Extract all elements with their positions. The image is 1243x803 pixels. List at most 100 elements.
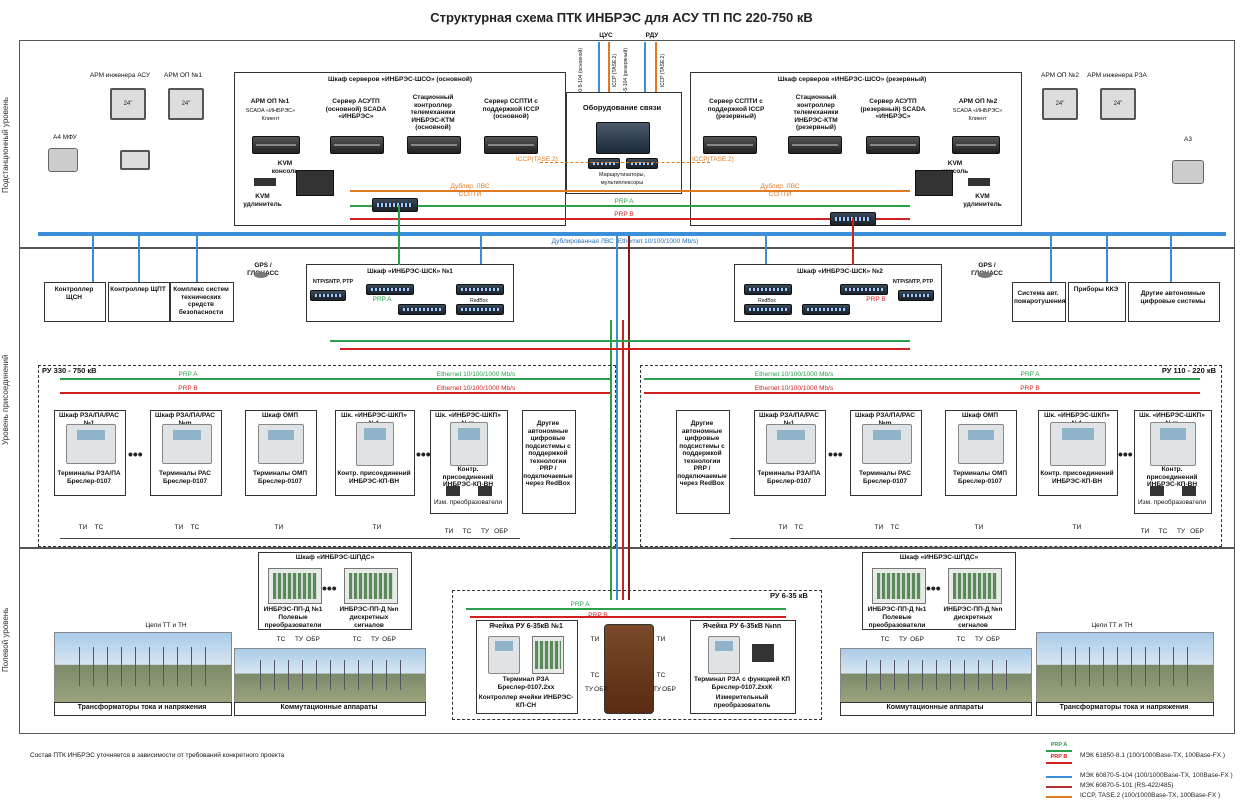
ru-right-prp-b-label: PRP B <box>1020 385 1040 392</box>
ru-left-prp-a <box>60 378 610 380</box>
link-label-2: ICCP (TASE.2) <box>612 54 618 88</box>
cell1-title: Ячейка РУ 6-35кВ №1 <box>489 623 563 630</box>
arm-rza-label: АРМ инженера РЗА <box>1087 72 1147 79</box>
field-level-band <box>19 547 1235 734</box>
prp-switch-icon <box>372 198 418 212</box>
shsk1-title: Шкаф «ИНБРЭС-ШСК» №1 <box>367 268 453 275</box>
ru-left-other-box <box>522 410 576 514</box>
ru635-prp-a <box>466 608 786 610</box>
ru-right-prp-a <box>644 378 1200 380</box>
ru-right-cabinet-3-title: Шкаф ОМП <box>961 412 999 419</box>
shsn-controller-label: Контроллер ЩСН <box>54 286 94 301</box>
ti-label: ТИ <box>656 636 666 643</box>
obr-label: ОБР <box>306 636 320 643</box>
r-arm-sub: SCADA «ИНБРЭС» Клиент <box>952 108 1003 122</box>
ts-label: ТС <box>190 524 200 531</box>
dubl-sspti-label-left: Дублир. ЛВС ССПТИ <box>450 183 490 198</box>
ellipsis: ••• <box>926 580 941 596</box>
ru-left-other-label: Другие автономные цифровые подсистемы с … <box>523 420 573 487</box>
prp-a-label-top: PRP A <box>614 198 634 205</box>
ru-right-other-label: Другие автономные цифровые подсистемы с … <box>677 420 727 487</box>
pp1-label-right: ИНБРЭС-ПП-Д №1 <box>867 606 927 613</box>
transformer-photo <box>1036 632 1214 704</box>
printer-icon <box>48 148 78 172</box>
legend-label: МЭК 61850-8.1 (100/1000Base-TX, 100Base-… <box>1080 752 1226 759</box>
rdu-label: РДУ <box>645 32 659 39</box>
legend-label: МЭК 60870-5-104 (100/1000Base-TX, 100Bas… <box>1080 772 1233 779</box>
converter-rack-icon <box>948 568 1002 604</box>
legend-prp-b-tag: PRP B <box>1050 754 1068 760</box>
tu-label: ТУ <box>1176 528 1186 535</box>
autonomous-label: Другие автономные цифровые системы <box>1140 290 1206 305</box>
prp-b-label-shsk2: PRP B <box>866 296 886 303</box>
server-icon <box>330 136 384 154</box>
ellipsis: ••• <box>1118 446 1133 462</box>
kvm-console-label: KVM консоль <box>271 160 299 175</box>
obr-label: ОБР <box>382 636 396 643</box>
shpt-controller-box <box>108 282 170 322</box>
ellipsis: ••• <box>828 446 843 462</box>
terminal-icon <box>488 636 520 674</box>
ru-right-cabinet-4-sub: Контр. присоединений ИНБРЭС-КП-ВН <box>1040 470 1114 485</box>
switchgear-caption-right: Коммутационные аппараты <box>886 704 984 711</box>
autonomous-box <box>1128 282 1220 322</box>
terminal-icon <box>958 424 1004 464</box>
level-label-connection: Уровень присоединений <box>1 354 10 446</box>
ru-left-cabinet-1-sub: Терминалы РЗА/ПА Бреслер-0107 <box>57 470 121 485</box>
switchgear-icon <box>604 624 654 714</box>
switchgear-caption-box-right <box>840 702 1032 716</box>
link-label-4: ICCP (TASE.2) <box>660 54 666 88</box>
tu-label: ТУ <box>294 636 304 643</box>
trunk-darkred <box>628 236 630 600</box>
controller-icon <box>450 422 488 466</box>
ti-label: ТИ <box>174 524 184 531</box>
obr-label: ОБР <box>594 686 608 693</box>
trunk-green-h <box>330 340 910 342</box>
a3-label: А3 <box>1184 136 1192 143</box>
transformers-caption-right: Трансформаторы тока и напряжения <box>1059 704 1189 711</box>
ti-label: ТИ <box>778 524 788 531</box>
link-104-main <box>598 42 600 92</box>
dubl-lan-bus <box>38 232 1226 236</box>
switchgear-photo <box>234 648 426 704</box>
ru635-prp-a-label: PRP A <box>570 601 590 608</box>
reserve-cabinet-title: Шкаф серверов «ИНБРЭС-ШСО» (резервный) <box>777 76 927 83</box>
ppn-sub-left: дискретных сигналов <box>349 614 389 629</box>
ti-label: ТИ <box>274 524 284 531</box>
obr-label: ОБР <box>1190 528 1204 535</box>
redbox-label-right: RedBox <box>758 298 776 304</box>
tsus-label: ЦУС <box>599 32 613 39</box>
ru-right-cabinet-2-title: Шкаф РЗА/ПА/РАС №m <box>855 412 915 427</box>
transformer-photo <box>54 632 232 704</box>
prp-b-trunk <box>852 218 854 265</box>
ts-label: ТС <box>656 672 666 679</box>
ti-label: ТИ <box>590 636 600 643</box>
ru-left-cabinet-1-title: Шкаф РЗА/ПА/РАС №1 <box>59 412 119 427</box>
lan-drop <box>138 232 140 282</box>
obr-label: ОБР <box>986 636 1000 643</box>
diagram-title: Структурная схема ПТК ИНБРЭС для АСУ ТП … <box>430 10 813 25</box>
terminal-icon <box>862 424 912 464</box>
signal-bus-left <box>60 538 520 539</box>
lan-drop <box>92 232 94 282</box>
ti-label: ТИ <box>1140 528 1150 535</box>
ru-left-cabinet-4-sub: Контр. присоединений ИНБРЭС-КП-ВН <box>337 470 411 485</box>
fire-system-label: Система авт. пожаротушения <box>1014 290 1066 305</box>
terminal-icon <box>766 424 816 464</box>
printer-icon <box>1172 160 1204 184</box>
kvm-extender-label: KVM удлинитель <box>963 193 1002 208</box>
link-iccp-2 <box>655 42 657 92</box>
trunk-red <box>622 320 624 600</box>
dubl-sspti-bus <box>350 190 910 192</box>
kvm-extender-label: KVM удлинитель <box>243 193 282 208</box>
lan-drop <box>1050 232 1052 282</box>
monitor-icon: 24" <box>1042 88 1078 120</box>
main-cabinet-title: Шкаф серверов «ИНБРЭС-ШСО» (основной) <box>328 76 472 83</box>
footnote: Состав ПТК ИНБРЭС уточняется в зависимос… <box>30 752 285 759</box>
switch-icon <box>456 284 504 295</box>
ts-label: ТС <box>590 672 600 679</box>
pp1-sub-right: Полевые преобразователи <box>868 614 926 629</box>
transducer-icon <box>752 644 774 662</box>
prp-a-label-shsk1: PRP A <box>372 296 392 303</box>
switch-icon <box>898 290 934 301</box>
